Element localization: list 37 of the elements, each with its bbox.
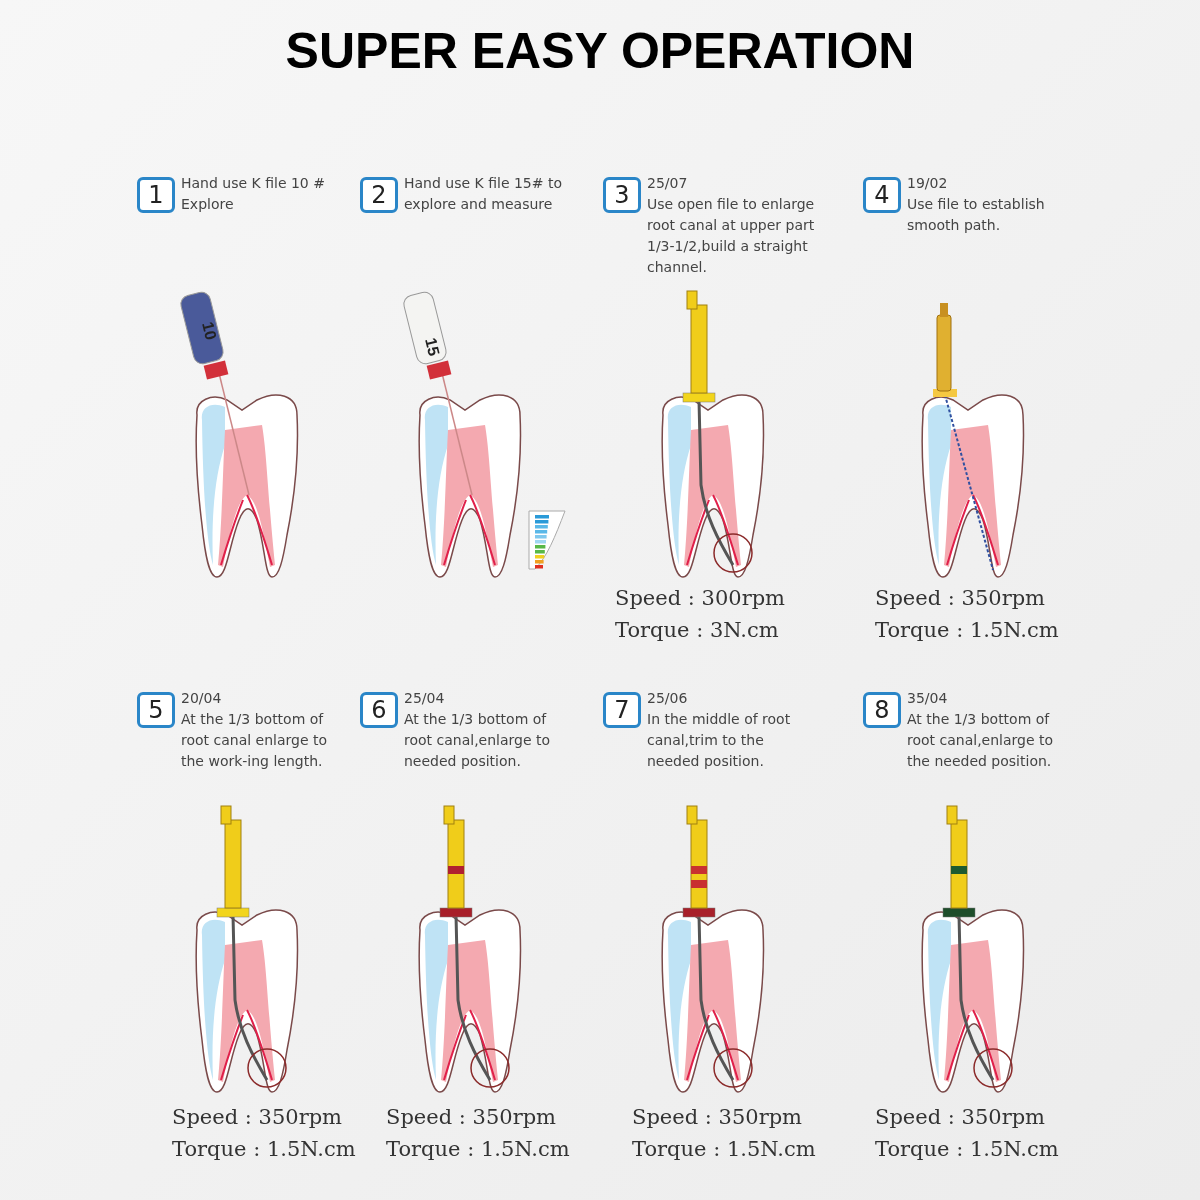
- handle-number: 15: [421, 336, 443, 358]
- step-description: Use file to establish smooth path.: [907, 195, 1046, 235]
- step-description: 35/04: [907, 689, 949, 708]
- step-number-badge: 5: [137, 692, 175, 728]
- speed-text: Speed : 350rpm: [386, 1105, 557, 1129]
- torque-text: Torque : 3N.cm: [615, 618, 779, 642]
- step-number-badge: 6: [360, 692, 398, 728]
- handle-number: 10: [198, 320, 220, 342]
- speed-text: Speed : 350rpm: [875, 1105, 1046, 1129]
- step-description: 19/02: [907, 174, 949, 193]
- speed-text: Speed : 350rpm: [172, 1105, 343, 1129]
- speed-text: Speed : 300rpm: [615, 586, 786, 610]
- step-description: 25/06: [647, 689, 689, 708]
- step-number-badge: 3: [603, 177, 641, 213]
- step-description: Hand use K file 15# to explore and measure: [404, 174, 563, 214]
- step-description: In the middle of root canal,trim to the needed position.: [647, 710, 792, 771]
- step-number-badge: 2: [360, 177, 398, 213]
- step-description: Hand use K file 10 # Explore: [181, 174, 326, 214]
- step-description: At the 1/3 bottom of root canal,enlarge to needed position.: [404, 710, 552, 771]
- title: SUPER EASY OPERATION: [284, 22, 916, 80]
- step-description: At the 1/3 bottom of root canal,enlarge to the needed position.: [907, 710, 1055, 771]
- torque-text: Torque : 1.5N.cm: [172, 1137, 356, 1161]
- torque-text: Torque : 1.5N.cm: [632, 1137, 816, 1161]
- torque-text: Torque : 1.5N.cm: [875, 1137, 1059, 1161]
- torque-text: Torque : 1.5N.cm: [386, 1137, 570, 1161]
- step-description: At the 1/3 bottom of root canal enlarge to the work-ing length.: [181, 710, 329, 771]
- step-description: 25/04: [404, 689, 446, 708]
- step-number-badge: 4: [863, 177, 901, 213]
- step-description: Use open file to enlarge root canal at upper part 1/3-1/2,build a straight channel.: [647, 195, 816, 277]
- torque-text: Torque : 1.5N.cm: [875, 618, 1059, 642]
- step-number-badge: 8: [863, 692, 901, 728]
- step-description: 25/07: [647, 174, 689, 193]
- step-number-badge: 1: [137, 177, 175, 213]
- step-description: 20/04: [181, 689, 223, 708]
- step-number-badge: 7: [603, 692, 641, 728]
- speed-text: Speed : 350rpm: [632, 1105, 803, 1129]
- speed-text: Speed : 350rpm: [875, 586, 1046, 610]
